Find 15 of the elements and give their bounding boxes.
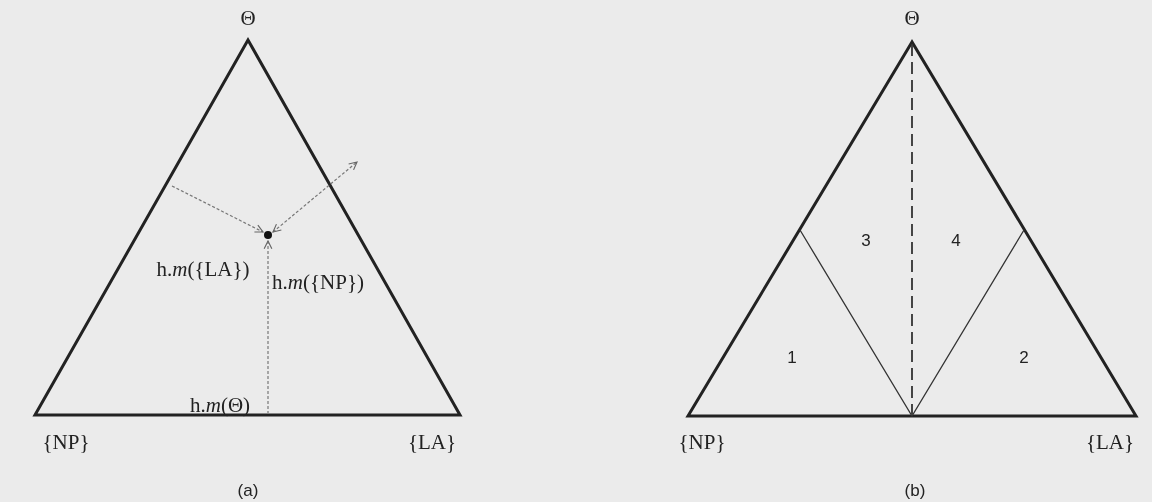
vertex-label: {NP}	[42, 431, 90, 453]
region-number: 1	[787, 348, 797, 366]
vertex-label: Θ	[240, 7, 256, 29]
region-number: 2	[1019, 348, 1029, 366]
panel-caption: (b)	[904, 481, 926, 499]
measure-label: h.m({LA})	[156, 258, 250, 280]
measure-label: h.m(Θ)	[189, 394, 251, 416]
region-number: 4	[951, 231, 961, 249]
panel-caption: (a)	[237, 481, 259, 499]
vertex-label: {LA}	[1085, 431, 1135, 453]
vertex-label: {NP}	[678, 431, 726, 453]
region-number: 3	[861, 231, 871, 249]
vertex-label: Θ	[904, 7, 920, 29]
vertex-label: {LA}	[407, 431, 457, 453]
measure-label: h.m({NP})	[272, 271, 364, 293]
